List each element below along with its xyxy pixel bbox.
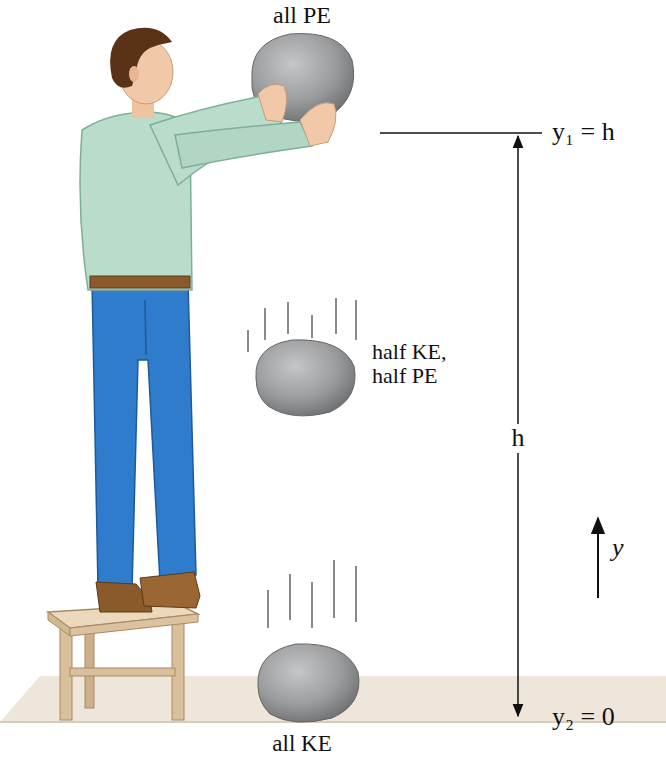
stool-rung [70, 668, 175, 676]
jeans-seam [145, 300, 146, 355]
arm [150, 84, 336, 185]
motion-line [333, 560, 335, 618]
motion-lines [268, 560, 356, 628]
position-label: y₂ = 0 [552, 703, 662, 732]
motion-line [311, 582, 313, 628]
rock-shape [252, 34, 354, 122]
belt [90, 276, 190, 288]
motion-line [264, 308, 266, 340]
rock [252, 34, 354, 122]
ear [129, 66, 139, 82]
rock [248, 298, 356, 416]
stool-leg [85, 624, 94, 708]
state-label: all KE [222, 731, 382, 756]
rock-shape [256, 340, 355, 416]
jeans [92, 282, 196, 590]
sleeve [175, 122, 312, 168]
motion-line [355, 566, 357, 622]
state-label: all PE [222, 2, 382, 28]
shoe [140, 572, 200, 608]
axis-arrow [597, 518, 599, 598]
motion-line [247, 330, 249, 352]
motion-line [289, 574, 291, 620]
motion-line [267, 590, 269, 628]
hand [300, 103, 336, 146]
rock [258, 560, 359, 722]
motion-line [287, 302, 289, 334]
hand [258, 84, 287, 122]
motion-line [311, 315, 313, 338]
stool-seat-side [48, 612, 70, 636]
rock-shape [258, 644, 359, 722]
position-label: y₁ = h [552, 118, 662, 147]
stool [48, 604, 198, 720]
motion-line [355, 300, 357, 340]
stool-seat-side [70, 614, 198, 636]
axis-label: y [612, 534, 642, 563]
motion-line [335, 298, 337, 334]
state-label: half KE, half PE [372, 340, 484, 388]
dimension-label: h [504, 424, 532, 453]
level-line [380, 132, 542, 134]
hair [110, 28, 172, 88]
